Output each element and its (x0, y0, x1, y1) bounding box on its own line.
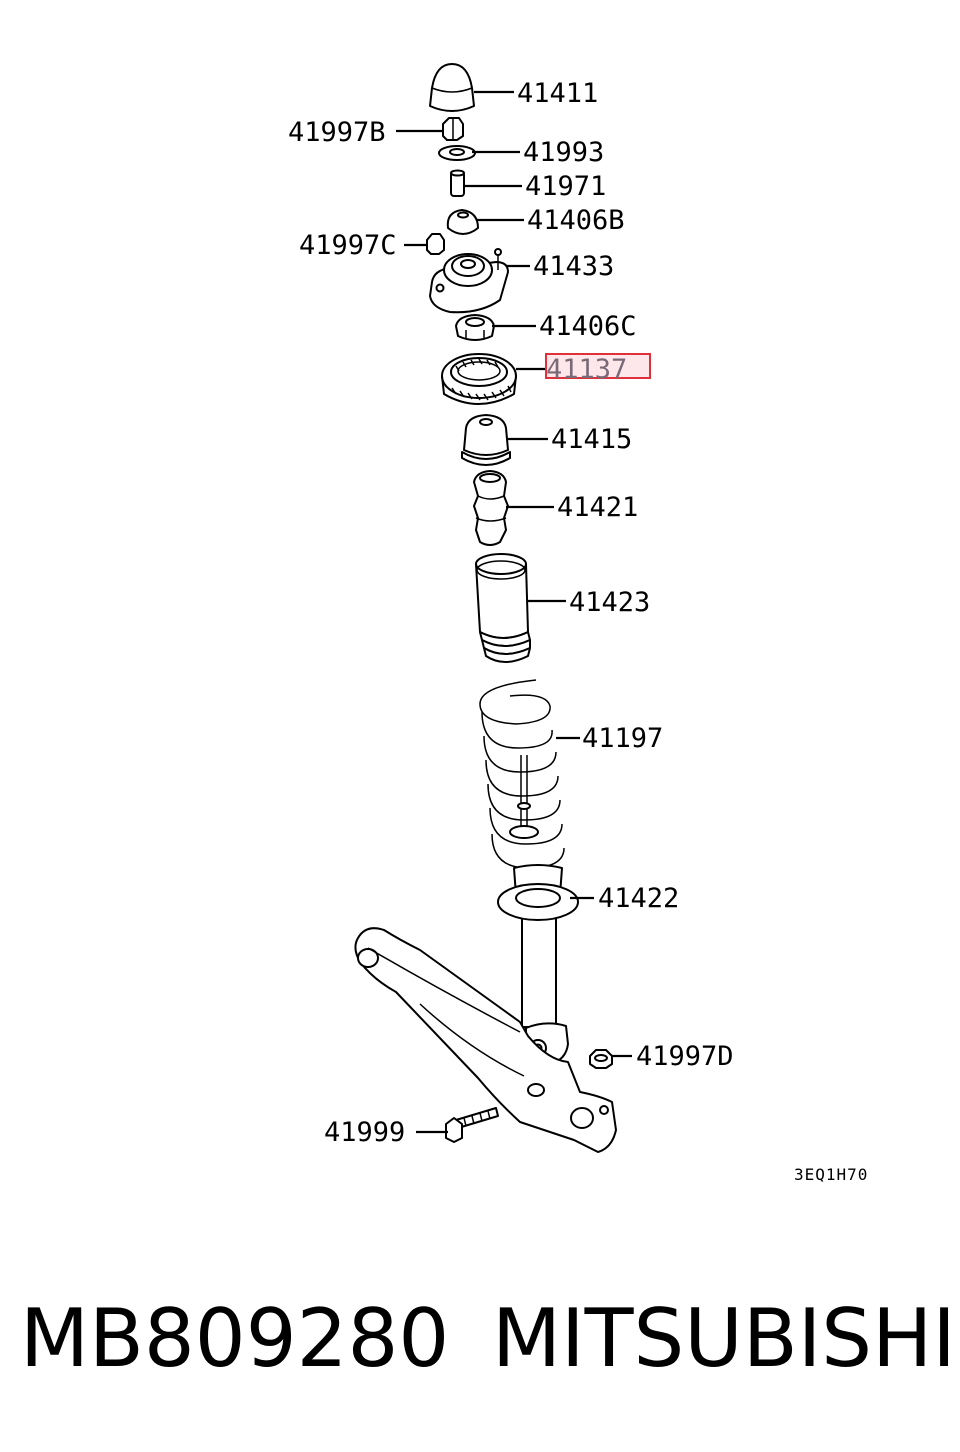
nut-41997d (589, 1049, 613, 1069)
bearing-41137 (441, 353, 517, 405)
label-41997d: 41997D (636, 1041, 734, 1072)
label-41411: 41411 (517, 78, 598, 109)
trailing-arm (354, 927, 617, 1153)
label-41423: 41423 (569, 587, 650, 618)
label-41997c: 41997C (299, 230, 397, 261)
label-41197: 41197 (582, 723, 663, 754)
bushing-41406b (446, 209, 479, 235)
bushing-41406c (455, 314, 495, 341)
label-41421: 41421 (557, 492, 638, 523)
label-41406b: 41406B (527, 205, 625, 236)
collar-41971 (450, 169, 465, 197)
label-41137[interactable]: 41137 (546, 354, 627, 385)
dust-cap-41415 (461, 414, 511, 466)
product-footer: MB809280 MITSUBISHI (20, 1292, 956, 1392)
label-41993: 41993 (523, 137, 604, 168)
label-41999: 41999 (324, 1117, 405, 1148)
label-41971: 41971 (525, 171, 606, 202)
label-41422: 41422 (598, 883, 679, 914)
nut-41997c (426, 233, 445, 255)
exploded-parts-diagram: 41411 41997B 41993 41971 41406B 41997C 4… (288, 63, 868, 1184)
label-41997b: 41997B (288, 117, 386, 148)
leader-lines (396, 90, 632, 1134)
strut-mount-41433 (429, 248, 509, 314)
coil-spring-41197 (479, 679, 565, 869)
washer-41993 (438, 145, 476, 161)
label-41406c: 41406C (539, 311, 637, 342)
drawing-code: 3EQ1H70 (794, 1165, 868, 1184)
bump-stopper-41421 (473, 470, 509, 546)
part-number: MB809280 (20, 1292, 450, 1385)
dust-boot-41423 (475, 553, 531, 663)
bolt-41999 (445, 1107, 499, 1143)
bump-cap-41411 (429, 63, 475, 112)
highlight-box (545, 353, 651, 379)
label-41415: 41415 (551, 424, 632, 455)
brand-name: MITSUBISHI (492, 1292, 956, 1385)
nut-41997b (442, 117, 464, 141)
label-41433: 41433 (533, 251, 614, 282)
